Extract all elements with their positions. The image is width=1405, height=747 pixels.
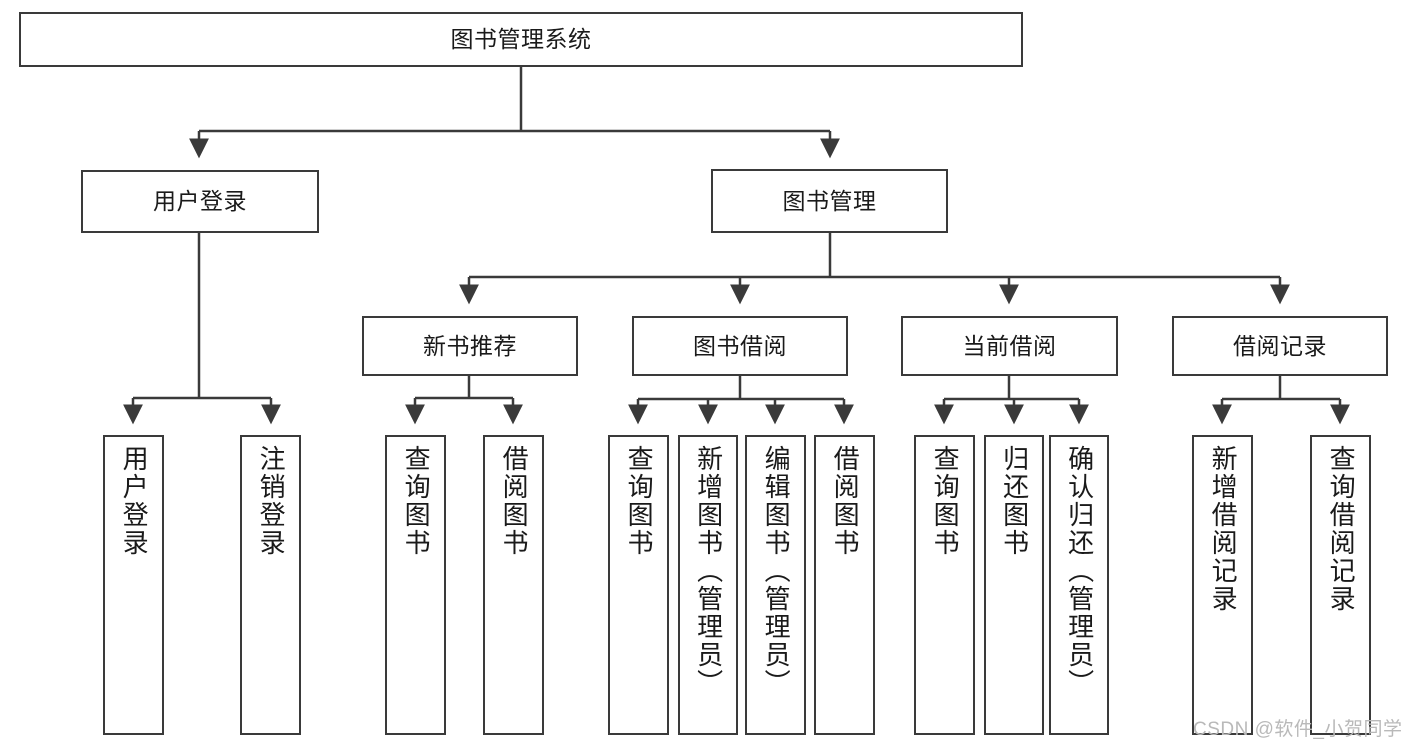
leaf-node[interactable]: 查询图书 (914, 435, 975, 735)
leaf-node-label: 归还图书 (999, 445, 1030, 557)
leaf-node-label: 编辑图书（管理员） (761, 445, 792, 697)
leaf-node[interactable]: 借阅图书 (814, 435, 875, 735)
leaf-node[interactable]: 用户登录 (103, 435, 164, 735)
leaf-node[interactable]: 新增借阅记录 (1192, 435, 1253, 735)
node-book-management[interactable]: 图书管理 (711, 169, 948, 233)
leaf-node[interactable]: 查询图书 (608, 435, 669, 735)
leaf-node-label: 借阅图书 (830, 445, 861, 557)
node-current-borrow-label: 当前借阅 (962, 332, 1057, 359)
leaf-node-label: 新增借阅记录 (1208, 445, 1239, 613)
leaf-node-label: 查询借阅记录 (1326, 445, 1357, 613)
leaf-node-label: 查询图书 (401, 445, 432, 557)
leaf-node[interactable]: 归还图书 (984, 435, 1044, 735)
node-user-login-label: 用户登录 (153, 188, 247, 215)
node-borrow-record[interactable]: 借阅记录 (1172, 316, 1388, 376)
node-book-management-label: 图书管理 (782, 187, 877, 214)
leaf-node-label: 用户登录 (119, 445, 150, 557)
leaf-node[interactable]: 新增图书（管理员） (678, 435, 738, 735)
watermark: CSDN @软件_小贺同学 (1193, 719, 1403, 740)
leaf-node[interactable]: 确认归还（管理员） (1049, 435, 1109, 735)
leaf-node[interactable]: 查询借阅记录 (1310, 435, 1371, 735)
node-new-book-recommend-label: 新书推荐 (423, 332, 517, 359)
node-root[interactable]: 图书管理系统 (19, 12, 1023, 67)
leaf-node-label: 查询图书 (624, 445, 655, 557)
leaf-node[interactable]: 借阅图书 (483, 435, 544, 735)
leaf-node[interactable]: 注销登录 (240, 435, 301, 735)
leaf-node-label: 查询图书 (930, 445, 961, 557)
leaf-node-label: 确认归还（管理员） (1064, 445, 1095, 697)
leaf-node[interactable]: 查询图书 (385, 435, 446, 735)
node-book-borrow-label: 图书借阅 (693, 332, 787, 359)
node-book-borrow[interactable]: 图书借阅 (632, 316, 848, 376)
node-borrow-record-label: 借阅记录 (1233, 332, 1327, 359)
leaf-node-label: 借阅图书 (499, 445, 530, 557)
node-new-book-recommend[interactable]: 新书推荐 (362, 316, 578, 376)
node-current-borrow[interactable]: 当前借阅 (901, 316, 1118, 376)
leaf-node-label: 新增图书（管理员） (693, 445, 724, 697)
node-root-label: 图书管理系统 (450, 26, 592, 53)
leaf-node[interactable]: 编辑图书（管理员） (745, 435, 806, 735)
leaf-node-label: 注销登录 (256, 445, 287, 557)
node-user-login[interactable]: 用户登录 (81, 170, 319, 233)
